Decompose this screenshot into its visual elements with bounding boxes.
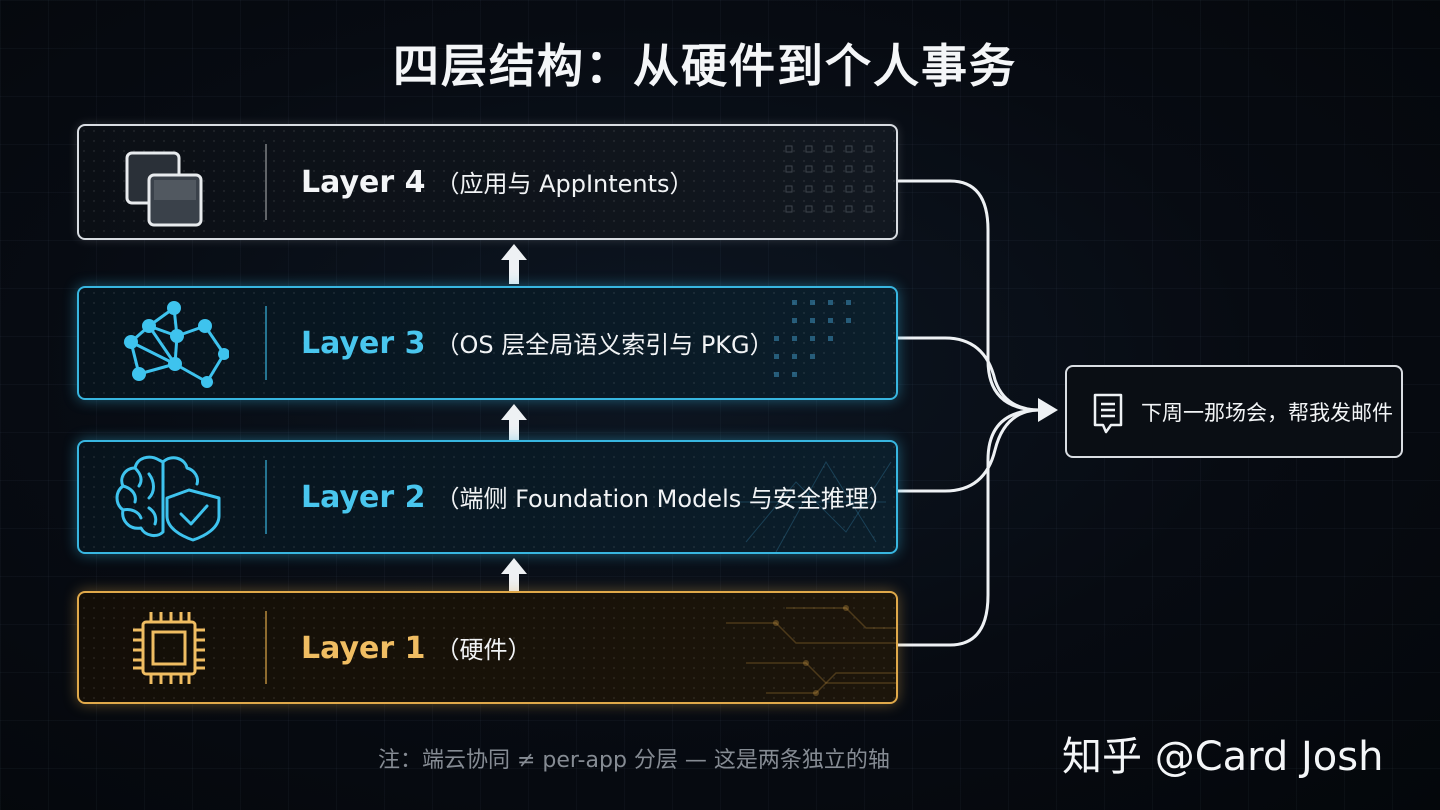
output-request-text: 下周一那场会，帮我发邮件 (1141, 400, 1393, 425)
up-arrow-icon (501, 244, 527, 284)
app-windows-icon (125, 151, 203, 227)
square-grid-decoration (785, 145, 873, 213)
connector-layer-2 (896, 408, 1042, 493)
circuit-trace-decoration (726, 605, 896, 696)
layer-2-description: （端侧 Foundation Models 与安全推理） (435, 485, 893, 513)
footnote: 注：端云协同 ≠ per-app 分层 — 这是两条独立的轴 (378, 748, 890, 773)
layer-4-name: Layer 4 (301, 165, 426, 200)
knowledge-graph-icon (124, 301, 229, 388)
up-arrow-icon (501, 404, 527, 444)
layer-2-name: Layer 2 (301, 480, 426, 515)
connector-layer-3 (896, 336, 1042, 412)
chip-icon (133, 611, 205, 684)
connector-arrowhead (1038, 398, 1058, 422)
document-chat-icon (1093, 393, 1123, 434)
layer-4-description: （应用与 AppIntents） (435, 170, 694, 198)
layer-3-name: Layer 3 (301, 326, 426, 361)
connector-layer-4 (896, 179, 1042, 412)
layer-1-description: （硬件） (435, 635, 532, 664)
layer-3-box: Layer 3 （OS 层全局语义索引与 PKG） (77, 286, 898, 400)
layer-4-box: Layer 4 （应用与 AppIntents） (77, 124, 898, 240)
up-arrow-icon (501, 558, 527, 594)
watermark: 知乎 @Card Josh (1062, 734, 1384, 780)
output-request-box: 下周一那场会，帮我发邮件 (1065, 365, 1403, 458)
layer-1-box: Layer 1 （硬件） (77, 591, 898, 704)
layer-3-description: （OS 层全局语义索引与 PKG） (435, 331, 774, 359)
connector-layer-1 (896, 408, 1042, 647)
layer-1-name: Layer 1 (301, 630, 426, 666)
diagram-title: 四层结构：从硬件到个人事务 (393, 39, 1017, 93)
layer-2-box: Layer 2 （端侧 Foundation Models 与安全推理） (77, 440, 898, 554)
brain-shield-icon (115, 455, 221, 542)
